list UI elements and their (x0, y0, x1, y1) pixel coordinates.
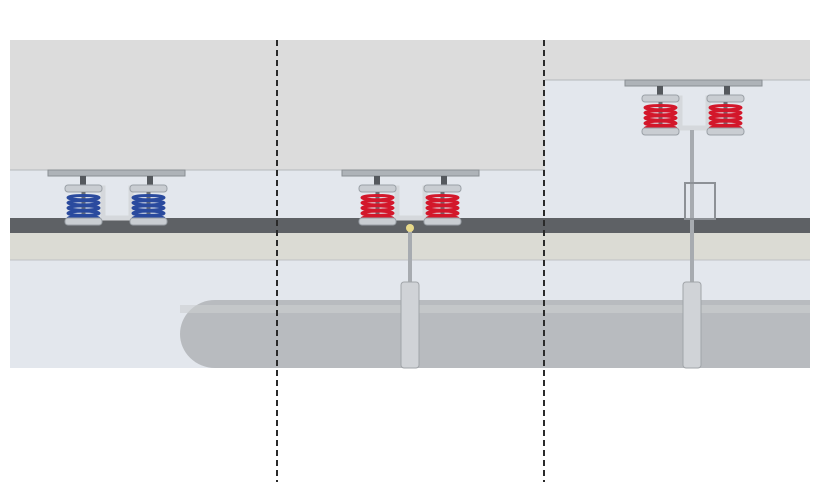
section-dividers (276, 40, 545, 482)
bolt (657, 86, 663, 95)
hanger-rod (690, 130, 694, 300)
bolt (724, 86, 730, 95)
spring-bottom-plate (423, 217, 462, 226)
hanger-rod (408, 225, 412, 300)
spring-bottom-plate (129, 217, 168, 226)
spring-top-plate (129, 184, 168, 193)
spring-top-plate (358, 184, 397, 193)
mounting-rail (624, 79, 763, 87)
spring-bottom-plate (706, 127, 745, 136)
spring-mount (341, 169, 480, 226)
bolt (441, 176, 447, 185)
spring-mount (624, 79, 763, 136)
pipe (180, 300, 810, 368)
mounting-rail (47, 169, 186, 177)
bolt (147, 176, 153, 185)
spring-top-plate (641, 94, 680, 103)
spring-bottom-plate (64, 217, 103, 226)
spring-mount (47, 169, 186, 226)
mounting-rail (341, 169, 480, 177)
hanger (682, 130, 702, 369)
pipe-clamp (400, 281, 420, 369)
bolt (374, 176, 380, 185)
hanger-nut (406, 224, 414, 232)
ceiling-slab-thin (545, 40, 810, 80)
hanger (400, 225, 420, 369)
bolt (80, 176, 86, 185)
spring-top-plate (706, 94, 745, 103)
rod-coupler (684, 182, 716, 220)
pipe-highlight (180, 305, 810, 313)
spring-bottom-plate (358, 217, 397, 226)
spring-mounts (47, 79, 763, 369)
pipe-clamp (682, 281, 702, 369)
spring-top-plate (423, 184, 462, 193)
spring-bottom-plate (641, 127, 680, 136)
spring-top-plate (64, 184, 103, 193)
